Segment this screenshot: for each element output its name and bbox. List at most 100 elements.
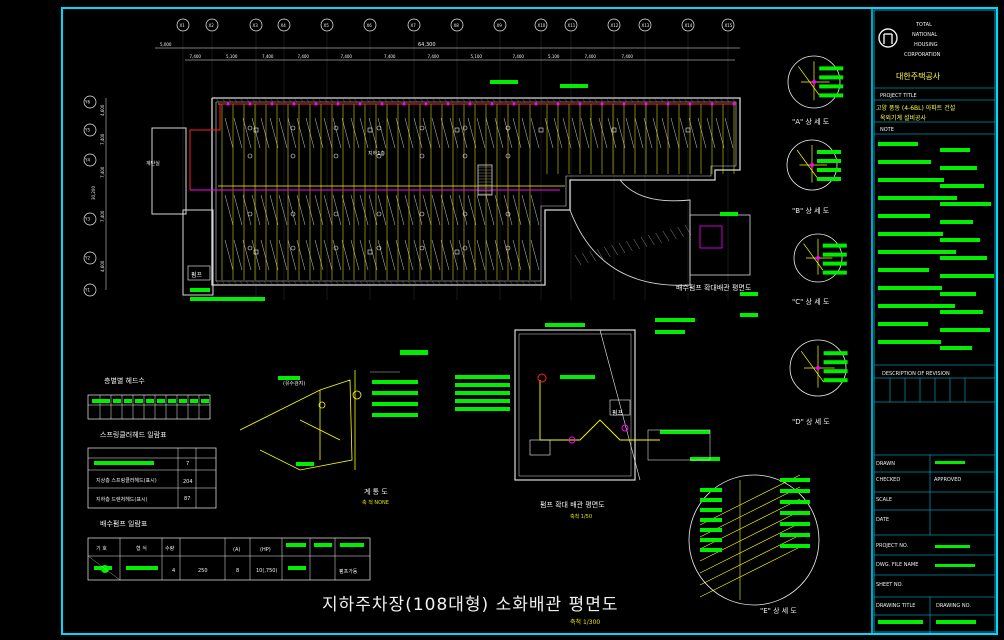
detail-label: [817, 159, 841, 163]
hatch: [359, 97, 364, 103]
column: [376, 211, 382, 217]
stall-line: [607, 117, 617, 149]
hatch: [533, 280, 538, 286]
hatch: [635, 97, 640, 103]
column: [505, 245, 511, 251]
row-dim: 7,400: [100, 133, 105, 145]
tb-entry: [940, 202, 991, 206]
hatch: [455, 280, 460, 286]
detail-c: [793, 233, 843, 283]
stall-line: [476, 239, 486, 271]
tb-entry: [940, 328, 990, 332]
stall-line: [530, 117, 540, 149]
stall-line: [296, 239, 306, 271]
ramp-hatch: [626, 240, 633, 252]
hatch: [329, 280, 334, 286]
hatch: [467, 97, 472, 103]
pump-room-label: [655, 330, 685, 334]
sprinkler-head: [358, 102, 362, 106]
tb-entry: [878, 160, 931, 164]
hatch: [725, 97, 730, 103]
table-cell: [113, 399, 121, 403]
stall-line: [359, 117, 369, 149]
company-en-3: HOUSING: [914, 42, 938, 48]
hatch: [719, 97, 724, 103]
hatch: [611, 97, 616, 103]
detail-label: [780, 489, 810, 493]
sprinkler-head: [600, 102, 604, 106]
pump-header-2: 형 식: [136, 546, 147, 552]
detail-label: [700, 548, 722, 552]
iso-label: [372, 391, 418, 395]
bay-dim: 7,400: [190, 54, 202, 59]
stall-line: [368, 194, 378, 226]
column: [419, 245, 425, 251]
tb-entry: [940, 274, 994, 278]
stall-line: [494, 117, 504, 149]
pump-room-plan: [455, 318, 720, 481]
hatch: [695, 97, 700, 103]
hatch: [593, 97, 598, 103]
hatch: [689, 97, 694, 103]
pump-cell-5: 8: [236, 568, 240, 574]
approved-label: APPROVED: [934, 477, 962, 483]
ramp-hatch: [677, 226, 684, 238]
stall-line: [521, 117, 531, 149]
stall-line: [296, 117, 306, 149]
stall-line: [359, 239, 369, 271]
column: [462, 245, 468, 251]
hatch: [347, 97, 352, 103]
stall-line: [458, 117, 468, 149]
hatch: [251, 280, 256, 286]
stall-line: [323, 194, 333, 226]
column-box: [253, 127, 259, 133]
plan-label: [190, 288, 210, 292]
stall-line: [314, 239, 324, 271]
detail-label: [819, 66, 844, 71]
stall-line: [697, 117, 707, 149]
grid-bubble: [83, 153, 97, 167]
hatch: [563, 97, 568, 103]
stall-line: [260, 117, 270, 149]
stall-line: [449, 117, 459, 149]
detail-label: [823, 360, 848, 365]
detail-label: [700, 498, 722, 502]
stall-line: [580, 117, 590, 149]
hatch: [485, 280, 490, 286]
grid-label: X14: [685, 23, 693, 28]
caption-detail-c: "C" 상 세 도: [792, 298, 830, 306]
hatch: [509, 97, 514, 103]
column: [247, 211, 253, 217]
stall-line: [260, 239, 270, 271]
stall-line: [467, 117, 477, 149]
grid-label: Y4: [84, 158, 90, 163]
main-pipe: [189, 103, 736, 190]
hatch: [245, 97, 250, 103]
detail-label: [819, 75, 844, 80]
grid-bubble: [83, 95, 97, 109]
stall-line: [341, 194, 351, 226]
bay-dim: 7,400: [585, 54, 597, 59]
stall-line: [251, 194, 261, 226]
stall-line: [233, 194, 243, 226]
hatch: [365, 97, 370, 103]
detail-label: [700, 538, 722, 542]
stall-line: [368, 239, 378, 271]
ramp-hatch: [596, 248, 604, 260]
drawing-title-label: DRAWING TITLE: [876, 603, 916, 609]
hatch: [461, 97, 466, 103]
stall-line: [598, 117, 608, 149]
tb-entry: [878, 286, 942, 290]
company-en-1: TOTAL: [916, 22, 932, 28]
detail-label: [700, 488, 722, 492]
hatch: [389, 97, 394, 103]
pump-room-label: [560, 375, 595, 379]
stall-line: [512, 239, 522, 271]
column-box: [685, 127, 691, 133]
ramp-hatch: [640, 236, 648, 248]
stall-line: [485, 117, 495, 149]
stall-line: [616, 117, 626, 149]
hatch: [641, 97, 646, 103]
stall-line: [278, 194, 288, 226]
